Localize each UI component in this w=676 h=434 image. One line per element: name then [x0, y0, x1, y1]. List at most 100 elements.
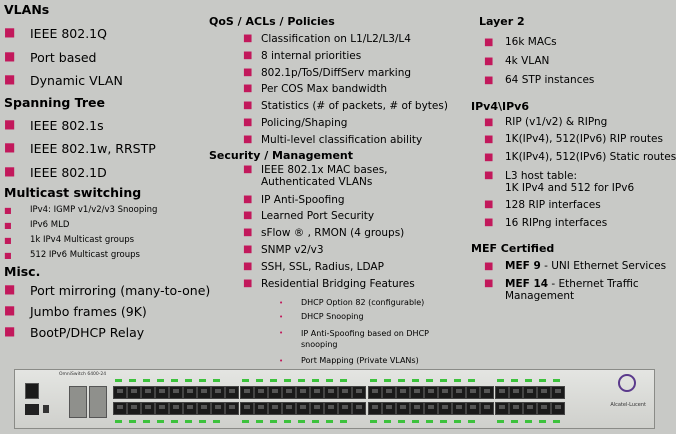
bullet-icon: ■ — [4, 221, 12, 230]
misc-list: ■Port mirroring (many-to-one) ■Jumbo fra… — [4, 280, 210, 343]
ethernet-port — [466, 386, 480, 399]
list-item: ■128 RIP interfaces — [484, 196, 676, 214]
bullet-icon: ■ — [4, 72, 16, 86]
list-item: ■16k MACs — [484, 33, 676, 52]
ethernet-port — [352, 386, 366, 399]
list-item: ■1k IPv4 Multicast groups — [4, 233, 210, 248]
list-item: ■Port mirroring (many-to-one) — [4, 280, 210, 301]
layer2-heading: Layer 2 — [479, 15, 525, 28]
list-item: ■SNMP v2/v3 — [243, 242, 448, 259]
multicast-heading: Multicast switching — [4, 185, 142, 200]
port-led — [298, 379, 305, 382]
ethernet-port — [438, 386, 452, 399]
port-led — [370, 379, 377, 382]
port-led — [312, 379, 319, 382]
list-item: ■1K(IPv4), 512(IPv6) RIP routes — [484, 131, 676, 149]
port-led — [185, 379, 192, 382]
port-led — [199, 379, 206, 382]
list-item: ■64 STP instances — [484, 71, 676, 90]
spanning-tree-list: ■IEEE 802.1s ■IEEE 802.1w, RRSTP ■IEEE 8… — [4, 114, 210, 185]
list-item: ■IPv4: IGMP v1/v2/v3 Snooping — [4, 203, 210, 218]
ip-heading: IPv4\IPv6 — [471, 99, 529, 113]
layer2-list: ■16k MACs ■4k VLAN ■64 STP instances — [484, 33, 676, 91]
bullet-icon: ■ — [4, 206, 12, 215]
bullet-icon: ■ — [243, 49, 253, 61]
column-left: VLANs ■IEEE 802.1Q ■Port based ■Dynamic … — [4, 0, 210, 343]
ethernet-port — [452, 402, 466, 415]
spanning-tree-heading: Spanning Tree — [4, 94, 105, 110]
ethernet-port — [424, 386, 438, 399]
ethernet-port — [282, 402, 296, 415]
ethernet-port — [410, 402, 424, 415]
ethernet-port — [155, 402, 169, 415]
ethernet-port — [480, 386, 494, 399]
ethernet-port — [352, 402, 366, 415]
list-item: ■Jumbo frames (9K) — [4, 301, 210, 322]
ethernet-port — [551, 402, 565, 415]
list-item: ■RIP (v1/v2) & RIPng — [484, 114, 676, 132]
bullet-icon: • — [279, 329, 284, 338]
ethernet-port — [324, 386, 338, 399]
list-item: ■IEEE 802.1x MAC bases,Authenticated VLA… — [243, 163, 388, 188]
port-led — [426, 379, 433, 382]
bullet-icon: ■ — [243, 277, 253, 289]
list-item: ■Residential Bridging Features — [243, 276, 448, 293]
port-led — [143, 379, 150, 382]
list-item: ■IEEE 802.1Q — [4, 22, 210, 46]
bullet-icon: ■ — [243, 83, 253, 95]
port-led — [454, 379, 461, 382]
list-item: ■IP Anti-Spoofing — [243, 192, 448, 209]
list-item: ■Policing/Shaping — [243, 115, 448, 132]
port-led — [497, 379, 504, 382]
port-group-1 — [113, 370, 239, 430]
bullet-icon: ■ — [243, 33, 253, 44]
ethernet-port — [127, 386, 141, 399]
bullet-icon: ■ — [243, 163, 253, 175]
console-port — [25, 404, 39, 415]
ethernet-port — [338, 402, 352, 415]
sfp-slot — [89, 386, 107, 418]
list-item: ■MEF 9 - UNI Ethernet Services — [484, 258, 676, 275]
ethernet-port — [197, 386, 211, 399]
sfp-slot — [69, 386, 87, 418]
ethernet-port — [183, 402, 197, 415]
brand-label: Alcatel-Lucent — [610, 402, 646, 408]
port-group-2 — [240, 370, 366, 430]
ethernet-port — [438, 402, 452, 415]
port-led — [539, 420, 546, 423]
ethernet-port — [155, 386, 169, 399]
ethernet-port — [466, 402, 480, 415]
ethernet-port — [169, 386, 183, 399]
port-led — [497, 420, 504, 423]
vlans-heading: VLANs — [4, 2, 50, 17]
column-middle: QoS / ACLs / Policies ■Classification on… — [209, 15, 448, 368]
list-item: ■Classification on L1/L2/L3/L4 — [243, 31, 448, 48]
ethernet-port — [197, 402, 211, 415]
ethernet-port — [509, 402, 523, 415]
ethernet-port — [113, 402, 127, 415]
ethernet-port — [410, 386, 424, 399]
list-item: ■IPv6 MLD — [4, 218, 210, 233]
bullet-icon: ■ — [484, 261, 494, 273]
ethernet-port — [169, 402, 183, 415]
bullet-icon: ■ — [4, 48, 16, 63]
list-item: ■Learned Port Security — [243, 208, 448, 225]
ethernet-port — [396, 386, 410, 399]
ethernet-port — [324, 402, 338, 415]
ethernet-port — [296, 386, 310, 399]
bullet-icon: ■ — [484, 134, 494, 146]
port-led — [213, 420, 220, 423]
vlans-list: ■IEEE 802.1Q ■Port based ■Dynamic VLAN — [4, 22, 210, 93]
ethernet-port — [310, 386, 324, 399]
status-display — [25, 383, 39, 399]
list-item: •DHCP Option 82 (configurable) — [279, 296, 448, 310]
port-led — [284, 379, 291, 382]
bullet-icon: ■ — [484, 151, 494, 163]
port-led — [143, 420, 150, 423]
bullet-icon: ■ — [243, 100, 253, 112]
ethernet-port — [495, 402, 509, 415]
port-led — [171, 420, 178, 423]
list-item: ■8 internal priorities — [243, 48, 448, 65]
security-list: ■IEEE 802.1x MAC bases,Authenticated VLA… — [243, 164, 448, 293]
